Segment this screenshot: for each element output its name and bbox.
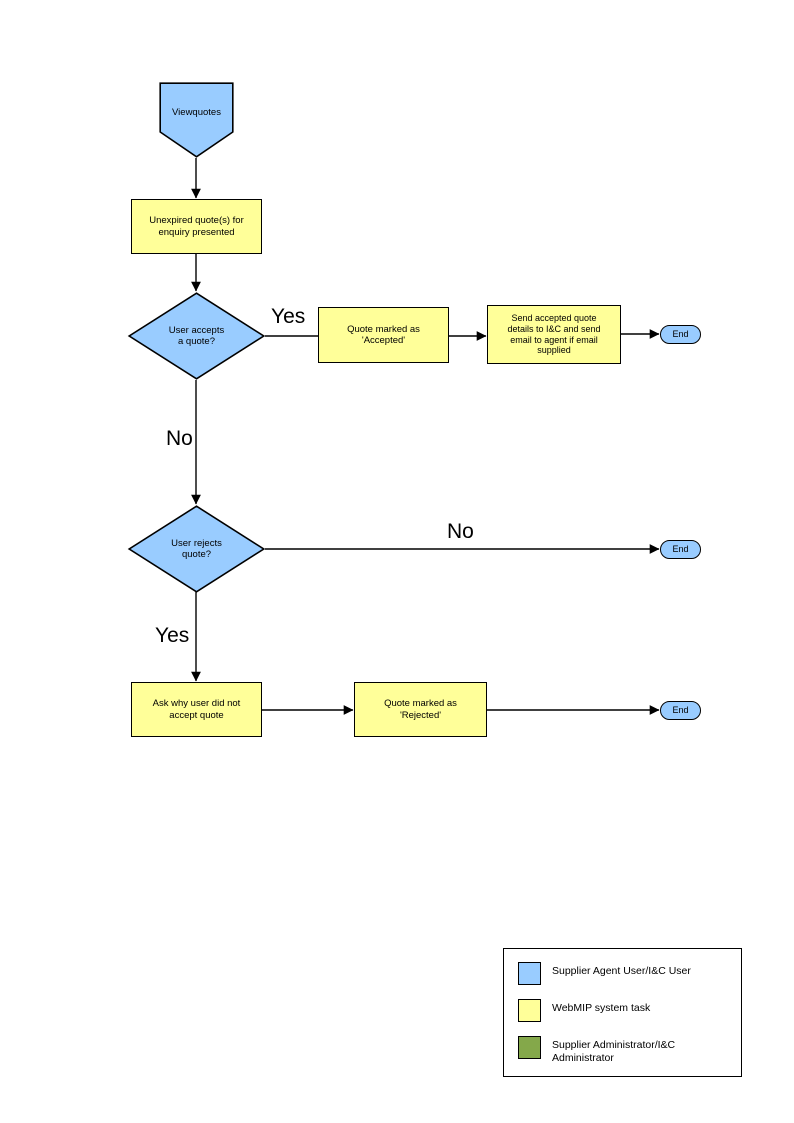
node-end-accepted[interactable]: End (660, 325, 701, 344)
node-ask-why-not-accepted[interactable]: Ask why user did not accept quote (131, 682, 262, 737)
node-start-view-quotes[interactable]: Viewquotes (159, 82, 234, 158)
legend-item: Supplier Agent User/I&C User (518, 962, 741, 985)
legend-swatch-supplier-agent-user (518, 962, 541, 985)
node-decision-user-rejects[interactable]: User rejects quote? (127, 505, 266, 593)
node-unexpired-quotes[interactable]: Unexpired quote(s) for enquiry presented (131, 199, 262, 254)
legend-swatch-webmip-system-task (518, 999, 541, 1022)
edge-label-accepts-no: No (166, 427, 193, 450)
node-decision-user-rejects-label: User rejects quote? (171, 537, 222, 560)
diamond-shape (127, 505, 266, 593)
legend-item: Supplier Administrator/I&C Administrator (518, 1036, 741, 1065)
legend-panel: Supplier Agent User/I&C User WebMIP syst… (503, 948, 742, 1077)
node-quote-marked-rejected[interactable]: Quote marked as 'Rejected' (354, 682, 487, 737)
node-end-no-reject[interactable]: End (660, 540, 701, 559)
legend-swatch-supplier-administrator (518, 1036, 541, 1059)
pentagon-shape (159, 82, 234, 158)
edge-label-rejects-yes: Yes (155, 624, 190, 647)
legend-label-supplier-agent-user: Supplier Agent User/I&C User (552, 965, 691, 977)
node-end-rejected[interactable]: End (660, 701, 701, 720)
node-start-label: Viewquotes (172, 107, 221, 118)
edge-label-accepts-yes: Yes (271, 305, 306, 328)
node-decision-user-accepts[interactable]: User accepts a quote? (127, 292, 266, 380)
edge-label-rejects-no: No (447, 520, 474, 543)
legend-label-webmip-system-task: WebMIP system task (552, 1002, 651, 1014)
node-send-accepted-details[interactable]: Send accepted quote details to I&C and s… (487, 305, 621, 364)
legend-item: WebMIP system task (518, 999, 741, 1022)
node-quote-marked-accepted[interactable]: Quote marked as 'Accepted' (318, 307, 449, 363)
diamond-shape (127, 292, 266, 380)
node-decision-user-accepts-label: User accepts a quote? (168, 324, 225, 347)
legend-label-supplier-administrator: Supplier Administrator/I&C Administrator (552, 1039, 676, 1065)
